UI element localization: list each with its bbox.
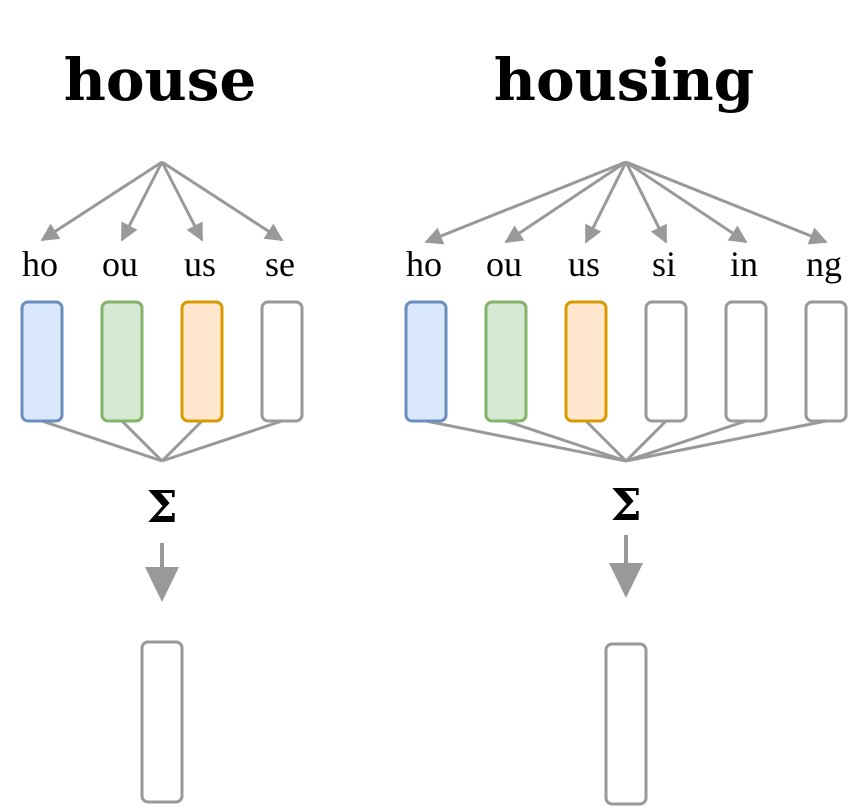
- word-title: house: [64, 46, 257, 114]
- split-arrow: [120, 161, 164, 242]
- ngram-label: ng: [806, 244, 842, 284]
- split-arrow: [160, 161, 204, 242]
- ngram-vector-ou: [100, 300, 144, 423]
- ngram-vector-in: [724, 300, 768, 423]
- sum-merge-lines: [425, 419, 827, 463]
- ngram-label: ou: [486, 244, 522, 284]
- ngram-vectors: [404, 300, 848, 423]
- word-vector: [604, 642, 648, 806]
- ngram-label: se: [265, 244, 295, 284]
- word-panel-house: house ho ou us se Σ: [20, 46, 304, 804]
- ngram-vector-ou: [484, 300, 528, 423]
- ngram-vector-ho: [20, 300, 64, 423]
- ngram-label: in: [730, 244, 758, 284]
- ngram-label: us: [184, 244, 216, 284]
- ngram-vector-us: [564, 300, 608, 423]
- split-arrow: [504, 160, 627, 244]
- word-title: housing: [494, 46, 754, 114]
- ngram-split-arrows: [424, 160, 828, 245]
- merge-line: [624, 419, 668, 463]
- ngram-label: si: [652, 244, 676, 284]
- merge-line: [161, 419, 283, 463]
- merge-line: [505, 419, 627, 463]
- split-arrow: [625, 160, 828, 245]
- word-vector: [140, 640, 184, 804]
- merge-line: [625, 419, 747, 463]
- ngram-vector-si: [644, 300, 688, 423]
- merge-line: [625, 419, 827, 463]
- ngram-label: us: [568, 244, 600, 284]
- word-panel-housing: housing ho ou us si in ng Σ: [404, 46, 848, 806]
- split-arrow: [40, 160, 163, 242]
- ngram-vector-se: [260, 300, 304, 423]
- down-arrow: [145, 543, 179, 602]
- split-arrow: [424, 160, 627, 245]
- ngram-label: ou: [102, 244, 138, 284]
- sum-merge-lines: [41, 419, 283, 463]
- split-arrow: [624, 161, 668, 244]
- ngram-vectors: [20, 300, 304, 423]
- down-arrow: [609, 535, 643, 598]
- split-arrow: [161, 160, 284, 242]
- merge-line: [160, 419, 204, 463]
- merge-line: [425, 419, 627, 463]
- ngram-vector-ho: [404, 300, 448, 423]
- ngram-labels: ho ou us si in ng: [406, 244, 842, 284]
- merge-line: [41, 419, 163, 463]
- merge-line: [120, 419, 164, 463]
- split-arrow: [625, 160, 748, 244]
- sum-symbol: Σ: [146, 482, 177, 533]
- ngram-label: ho: [406, 244, 442, 284]
- ngram-vector-ng: [804, 300, 848, 423]
- ngram-vector-us: [180, 300, 224, 423]
- ngram-labels: ho ou us se: [22, 244, 295, 284]
- merge-line: [584, 419, 628, 463]
- split-arrow: [584, 161, 628, 244]
- sum-symbol: Σ: [610, 480, 641, 531]
- ngram-split-arrows: [40, 160, 284, 242]
- ngram-label: ho: [22, 244, 58, 284]
